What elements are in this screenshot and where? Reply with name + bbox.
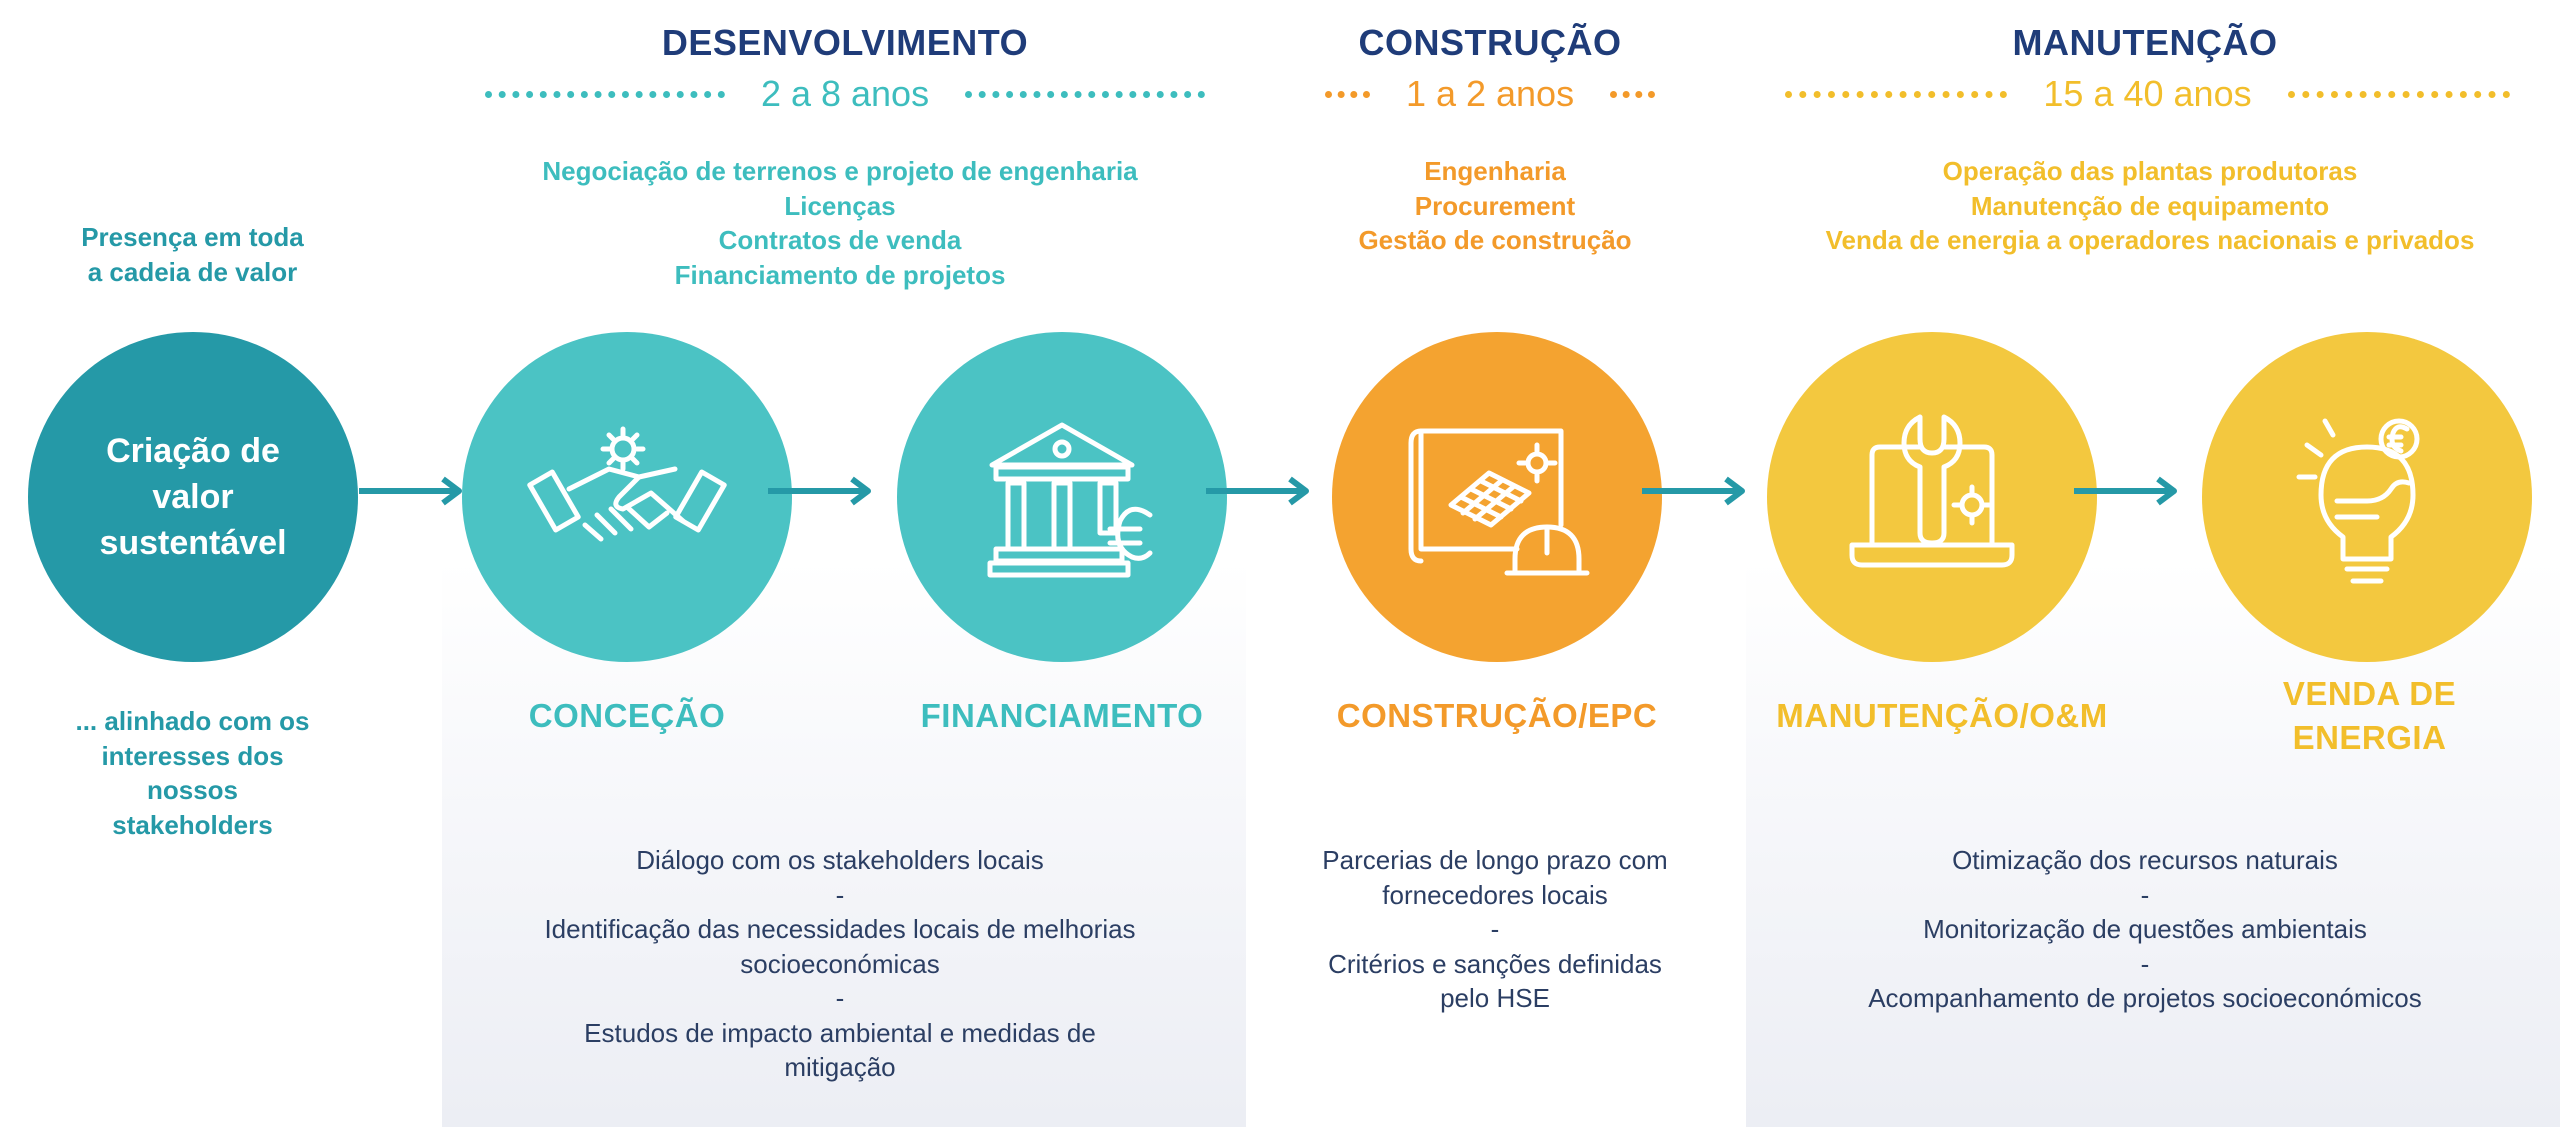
phase-title-construcao: CONSTRUÇÃO (1358, 22, 1622, 63)
arrow-right-icon (768, 476, 871, 506)
note-line: socioeconómicas (740, 948, 940, 979)
value-creation-circle: Criação de valor sustentável (28, 332, 358, 662)
value-creation-text: Criação de valor sustentável (78, 428, 308, 566)
lightbulb-euro-icon (2296, 418, 2420, 584)
stage-label-concecao: CONCEÇÃO (452, 694, 802, 738)
note-separator: - (1490, 914, 1500, 944)
stage-circle-financiamento (897, 332, 1227, 662)
note-line: Estudos de impacto ambiental e medidas d… (584, 1017, 1096, 1048)
stage-label-line: FINANCIAMENTO (920, 697, 1204, 734)
dotted-line (2287, 90, 2510, 98)
value-creation-line: Criação de (106, 432, 280, 470)
activity-item: Operação das plantas produtoras (1942, 156, 2358, 186)
note-line: Acompanhamento de projetos socioeconómic… (1868, 983, 2422, 1013)
stage-label-line: CONCEÇÃO (528, 697, 726, 734)
arrow-right-icon (2074, 476, 2177, 506)
stage-circle-construcao (1332, 332, 1662, 662)
duration-label: 15 a 40 anos (2043, 73, 2252, 114)
laptop-wrench-icon (1849, 414, 2015, 568)
note-line: mitigação (784, 1052, 896, 1082)
dotted-line (965, 90, 1206, 98)
value-creation-line: valor (152, 478, 234, 516)
activity-item: Procurement (1414, 190, 1576, 221)
dotted-line (1325, 90, 1370, 98)
note-separator: - (2140, 879, 2150, 910)
activity-item: Contratos de venda (718, 225, 962, 255)
duration-desenvolvimento: 2 a 8 anos (485, 73, 1206, 114)
stage-label-line: MANUTENÇÃO/O&M (1776, 697, 2108, 734)
activity-item: Negociação de terrenos e projeto de enge… (542, 156, 1138, 186)
handshake-gear-icon (527, 426, 727, 542)
value-creation-line: sustentável (99, 524, 287, 562)
note-line: Parcerias de longo prazo com (1322, 845, 1668, 875)
duration-manutencao: 15 a 40 anos (1785, 73, 2510, 114)
activity-item: Manutenção de equipamento (1970, 190, 2330, 221)
activities-construcao: Engenharia Procurement Gestão de constru… (1280, 154, 1710, 258)
arrow-right-icon (1642, 476, 1745, 506)
blueprint-helmet-icon (1408, 428, 1590, 576)
stage-label-venda-energia: VENDA DE ENERGIA (2197, 672, 2542, 760)
dotted-line (485, 90, 725, 98)
note-line: fornecedores locais (1382, 879, 1608, 910)
intro-bottom-line: nossos (146, 775, 239, 805)
dotted-line (1610, 90, 1656, 98)
intro-top-text: Presença em toda a cadeia de valor (40, 220, 345, 289)
arrow-right-icon (1206, 476, 1309, 506)
stage-label-line: CONSTRUÇÃO/EPC (1336, 697, 1658, 734)
notes-desenvolvimento: Diálogo com os stakeholders locais - Ide… (470, 843, 1210, 1085)
phase-title-desenvolvimento: DESENVOLVIMENTO (661, 22, 1029, 63)
bank-euro-icon (987, 422, 1153, 578)
intro-top-line: a cadeia de valor (87, 256, 298, 287)
dotted-line (1785, 90, 2008, 98)
activity-item: Engenharia (1424, 156, 1566, 186)
note-separator: - (2140, 948, 2150, 979)
stage-label-line: ENERGIA (2292, 719, 2447, 756)
note-line: Otimização dos recursos naturais (1952, 845, 2338, 875)
stage-circle-concecao (462, 332, 792, 662)
stage-label-manutencao-om: MANUTENÇÃO/O&M (1752, 694, 2132, 738)
activity-item: Venda de energia a operadores nacionais … (1825, 225, 2475, 255)
intro-top-line: Presença em toda (81, 222, 304, 252)
maintenance-panel (1746, 560, 2560, 1127)
arrow-right-icon (359, 476, 462, 506)
note-separator: - (835, 983, 845, 1013)
activities-desenvolvimento: Negociação de terrenos e projeto de enge… (470, 154, 1210, 292)
activities-manutencao: Operação das plantas produtoras Manutenç… (1760, 154, 2540, 258)
duration-label: 2 a 8 anos (760, 73, 930, 114)
intro-bottom-line: interesses dos (101, 740, 284, 771)
activity-item: Financiamento de projetos (674, 259, 1006, 290)
stage-circle-manutencao (1767, 332, 2097, 662)
stage-label-financiamento: FINANCIAMENTO (887, 694, 1237, 738)
note-line: Identificação das necessidades locais de… (544, 914, 1136, 944)
intro-bottom-text: ... alinhado com os interesses dos nosso… (40, 704, 345, 842)
activity-item: Licenças (784, 190, 896, 221)
duration-label: 1 a 2 anos (1405, 73, 1575, 114)
note-line: Diálogo com os stakeholders locais (636, 845, 1044, 875)
development-panel (442, 560, 1246, 1127)
stage-label-construcao-epc: CONSTRUÇÃO/EPC (1297, 694, 1697, 738)
stage-circle-venda (2202, 332, 2532, 662)
activity-item: Gestão de construção (1358, 225, 1632, 255)
note-line: Monitorização de questões ambientais (1923, 914, 2367, 944)
note-separator: - (835, 879, 845, 910)
note-line: Critérios e sanções definidas (1328, 948, 1662, 979)
stage-label-line: VENDA DE (2282, 675, 2457, 712)
notes-construcao: Parcerias de longo prazo com fornecedore… (1270, 843, 1720, 1016)
phase-title-manutencao: MANUTENÇÃO (2012, 22, 2278, 63)
note-line: pelo HSE (1440, 983, 1550, 1013)
notes-manutencao: Otimização dos recursos naturais - Monit… (1780, 843, 2510, 1016)
intro-bottom-line: ... alinhado com os (75, 706, 310, 736)
intro-bottom-line: stakeholders (112, 809, 273, 840)
duration-construcao: 1 a 2 anos (1325, 73, 1656, 114)
